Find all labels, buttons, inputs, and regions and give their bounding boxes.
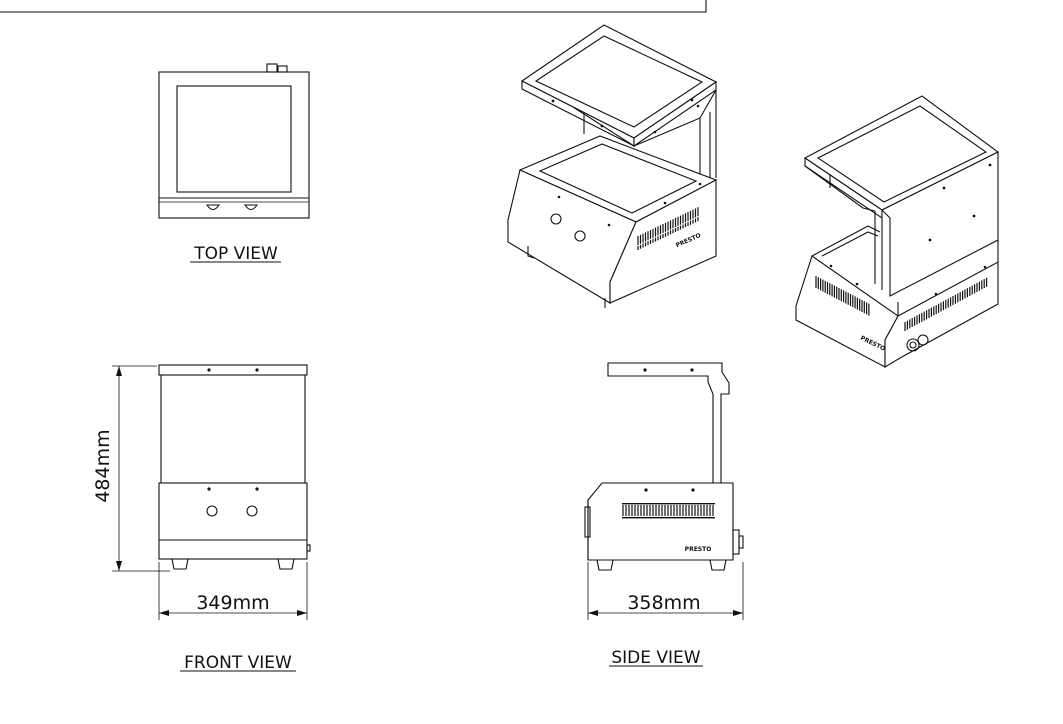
side-view-label: SIDE VIEW bbox=[611, 648, 700, 668]
height-dimension-text: 484mm bbox=[92, 429, 114, 502]
isometric-view-front bbox=[507, 24, 718, 308]
height-dimension-line bbox=[112, 365, 170, 572]
depth-dimension-text: 358mm bbox=[627, 592, 700, 614]
front-view-drawing bbox=[158, 364, 311, 570]
top-view-label: TOP VIEW bbox=[193, 244, 278, 264]
top-view-drawing bbox=[158, 63, 310, 219]
width-dimension-text: 349mm bbox=[196, 592, 269, 614]
drawing-frame-border bbox=[0, 0, 707, 13]
isometric-view-rear bbox=[795, 95, 1000, 368]
side-view-drawing bbox=[584, 362, 744, 571]
width-dimension-line bbox=[158, 562, 308, 620]
front-view-label: FRONT VIEW bbox=[184, 653, 292, 673]
depth-dimension-line bbox=[587, 562, 744, 620]
side-vent-grille bbox=[622, 503, 715, 519]
side-brand-text: PRESTO bbox=[685, 546, 712, 553]
